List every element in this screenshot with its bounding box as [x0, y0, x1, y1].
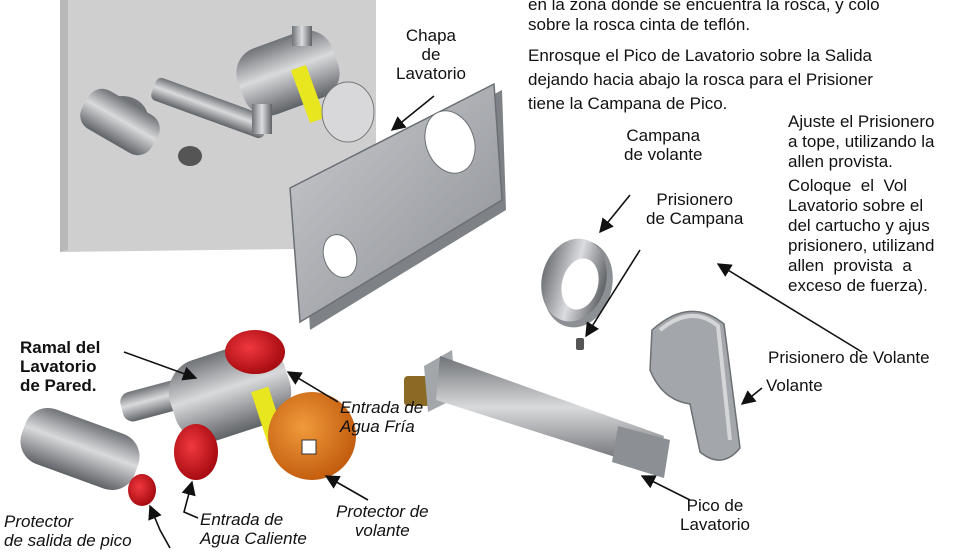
basin-spout — [404, 350, 670, 478]
instruction-line-12: prisionero, utilizand — [788, 236, 935, 255]
instruction-line-7: a tope, utilizando la — [788, 132, 935, 151]
instruction-line-13: allen provista a — [788, 256, 912, 275]
instruction-line-1: en la zona donde se encuentra la rosca, … — [528, 0, 880, 14]
arrow-ramal — [123, 351, 198, 381]
instruction-line-5: tiene la Campana de Pico. — [528, 94, 728, 113]
wall-mounted-body — [80, 26, 375, 166]
cover-plate — [289, 82, 506, 330]
wall-valve-body — [20, 330, 356, 506]
arrow-entrada-fria — [286, 371, 339, 403]
instruction-line-11: del cartucho y ajus — [788, 216, 930, 235]
label-campana-volante: Campana de volante — [624, 126, 703, 164]
label-chapa-lavatorio: Chapa de Lavatorio — [396, 26, 466, 83]
arrow-volante — [740, 387, 763, 405]
label-ramal-lavatorio: Ramal del Lavatorio de Pared. — [20, 338, 101, 395]
arrow-entrada-caliente — [181, 480, 199, 519]
label-volante: Volante — [766, 376, 823, 395]
arrow-pico — [640, 475, 691, 501]
instruction-line-14: exceso de fuerza). — [788, 276, 928, 295]
instruction-line-6: Ajuste el Prisionero — [788, 112, 935, 131]
label-entrada-fria: Entrada de Agua Fría — [340, 398, 424, 436]
leader-lines — [123, 95, 863, 549]
arrow-prisionero-volante — [716, 263, 863, 353]
arrow-prisionero-campana — [585, 249, 641, 338]
ring-set-screw — [576, 338, 584, 350]
arrow-protector-volante — [324, 475, 369, 501]
arrow-chapa — [390, 95, 435, 131]
instruction-line-3: Enrosque el Pico de Lavatorio sobre la S… — [528, 46, 872, 65]
instruction-line-2: sobre la rosca cinta de teflón. — [528, 15, 751, 34]
arrow-protector-salida — [148, 504, 171, 549]
instruction-line-9: Coloque el Vol — [788, 176, 908, 195]
instruction-line-4: dejando hacia abajo la rosca para el Pri… — [528, 70, 873, 89]
arrow-campana-volante — [599, 194, 631, 234]
instruction-line-8: allen provista. — [788, 152, 893, 171]
label-protector-salida: Protector de salida de pico — [4, 512, 132, 550]
label-prisionero-volante: Prisionero de Volante — [768, 348, 930, 367]
label-prisionero-campana: Prisionero de Campana — [646, 190, 744, 228]
label-pico-lavatorio: Pico de Lavatorio — [680, 496, 750, 534]
handle-lever — [649, 310, 741, 461]
label-protector-volante: Protector de volante — [336, 502, 429, 540]
label-entrada-caliente: Entrada de Agua Caliente — [200, 510, 307, 548]
instruction-line-10: Lavatorio sobre el — [788, 196, 924, 215]
handle-escutcheon-ring — [541, 238, 613, 328]
